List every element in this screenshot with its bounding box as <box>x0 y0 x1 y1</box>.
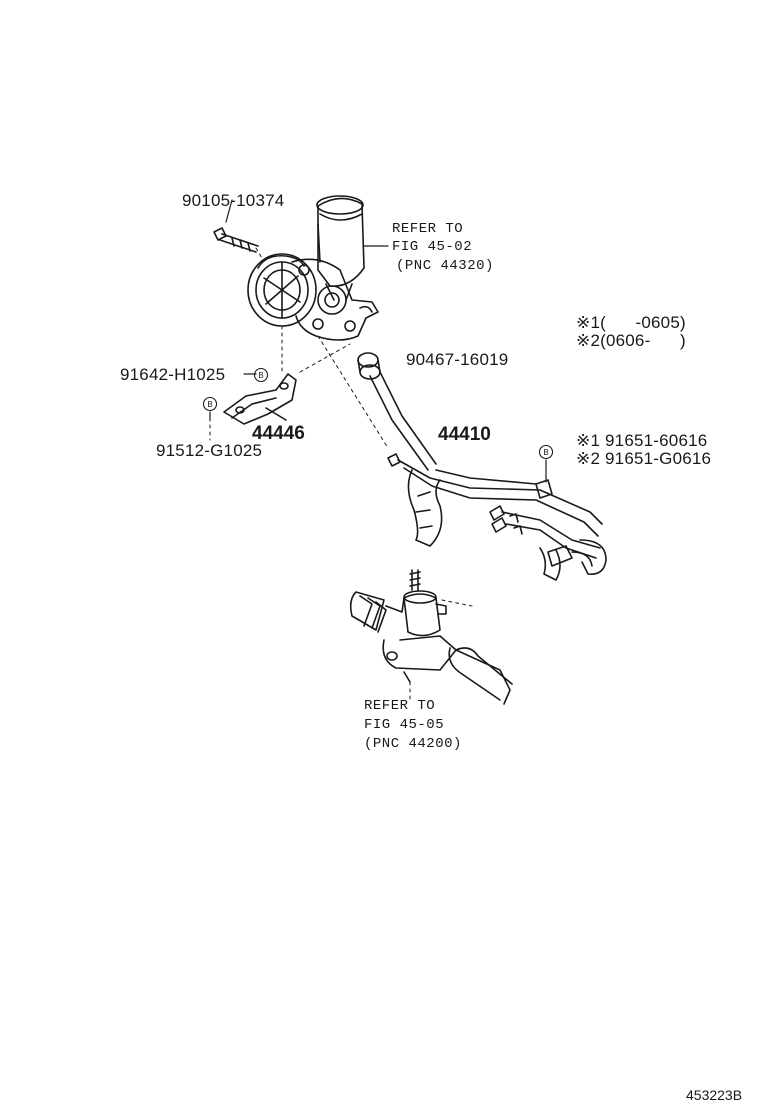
o-ring <box>357 352 381 380</box>
b-marker-text: B <box>258 371 263 380</box>
label-fig-45-02: FIG 45-02 <box>392 239 473 255</box>
power-steering-pump <box>247 253 379 341</box>
pressure-hose <box>369 371 603 547</box>
label-union-1: ※1 91651-60616 <box>576 431 708 450</box>
bracket <box>223 373 297 425</box>
b-markers <box>202 367 554 460</box>
label-fig-45-05: FIG 45-05 <box>364 717 445 733</box>
reservoir <box>316 195 365 301</box>
steering-gear <box>349 569 513 705</box>
return-hose <box>489 505 607 581</box>
label-pnc-44410: 44410 <box>438 424 491 445</box>
b-marker-bolt3 <box>202 396 218 412</box>
b-marker-bolt2 <box>253 367 269 383</box>
label-bolt-91512: 91512-G1025 <box>156 441 263 460</box>
label-pnc-44200: (PNC 44200) <box>364 736 462 752</box>
label-pnc-44320: (PNC 44320) <box>396 258 494 274</box>
bolt-90105 <box>213 199 259 253</box>
alignment-lines <box>209 247 473 701</box>
b-marker-text: B <box>207 400 212 409</box>
b-marker-union <box>538 444 554 460</box>
b-marker-text: B <box>543 448 548 457</box>
label-pnc-44446: 44446 <box>252 423 305 444</box>
label-union-2: ※2 91651-G0616 <box>576 449 712 468</box>
label-note-2: ※2(0606- ) <box>576 331 686 350</box>
label-bolt-91642: 91642-H1025 <box>120 365 226 384</box>
figure-id: 453223B <box>686 1087 743 1103</box>
label-note-1: ※1( -0605) <box>576 313 686 332</box>
label-refer-to-1: REFER TO <box>392 221 464 237</box>
label-bolt-90105: 90105-10374 <box>182 191 285 210</box>
label-oring-90467: 90467-16019 <box>406 350 509 369</box>
label-refer-to-2: REFER TO <box>364 698 436 714</box>
